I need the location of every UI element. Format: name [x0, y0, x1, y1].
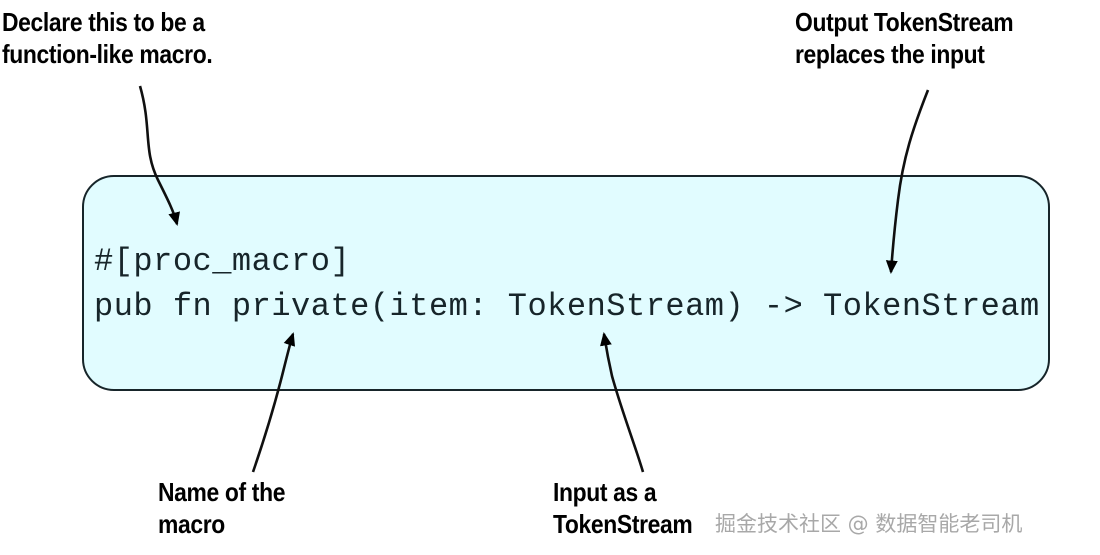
- annotation-top-right: Output TokenStream replaces the input: [795, 7, 1014, 69]
- annotation-bottom-left: Name of the macro: [158, 477, 286, 539]
- code-block: [82, 175, 1050, 391]
- annotation-bottom-right: Input as a TokenStream: [553, 477, 693, 539]
- annotation-top-left: Declare this to be a function-like macro…: [2, 7, 213, 69]
- code-line-attribute: #[proc_macro]: [94, 243, 351, 280]
- watermark-text: 掘金技术社区 @ 数据智能老司机: [715, 512, 1023, 536]
- code-line-signature: pub fn private(item: TokenStream) -> Tok…: [94, 288, 1040, 325]
